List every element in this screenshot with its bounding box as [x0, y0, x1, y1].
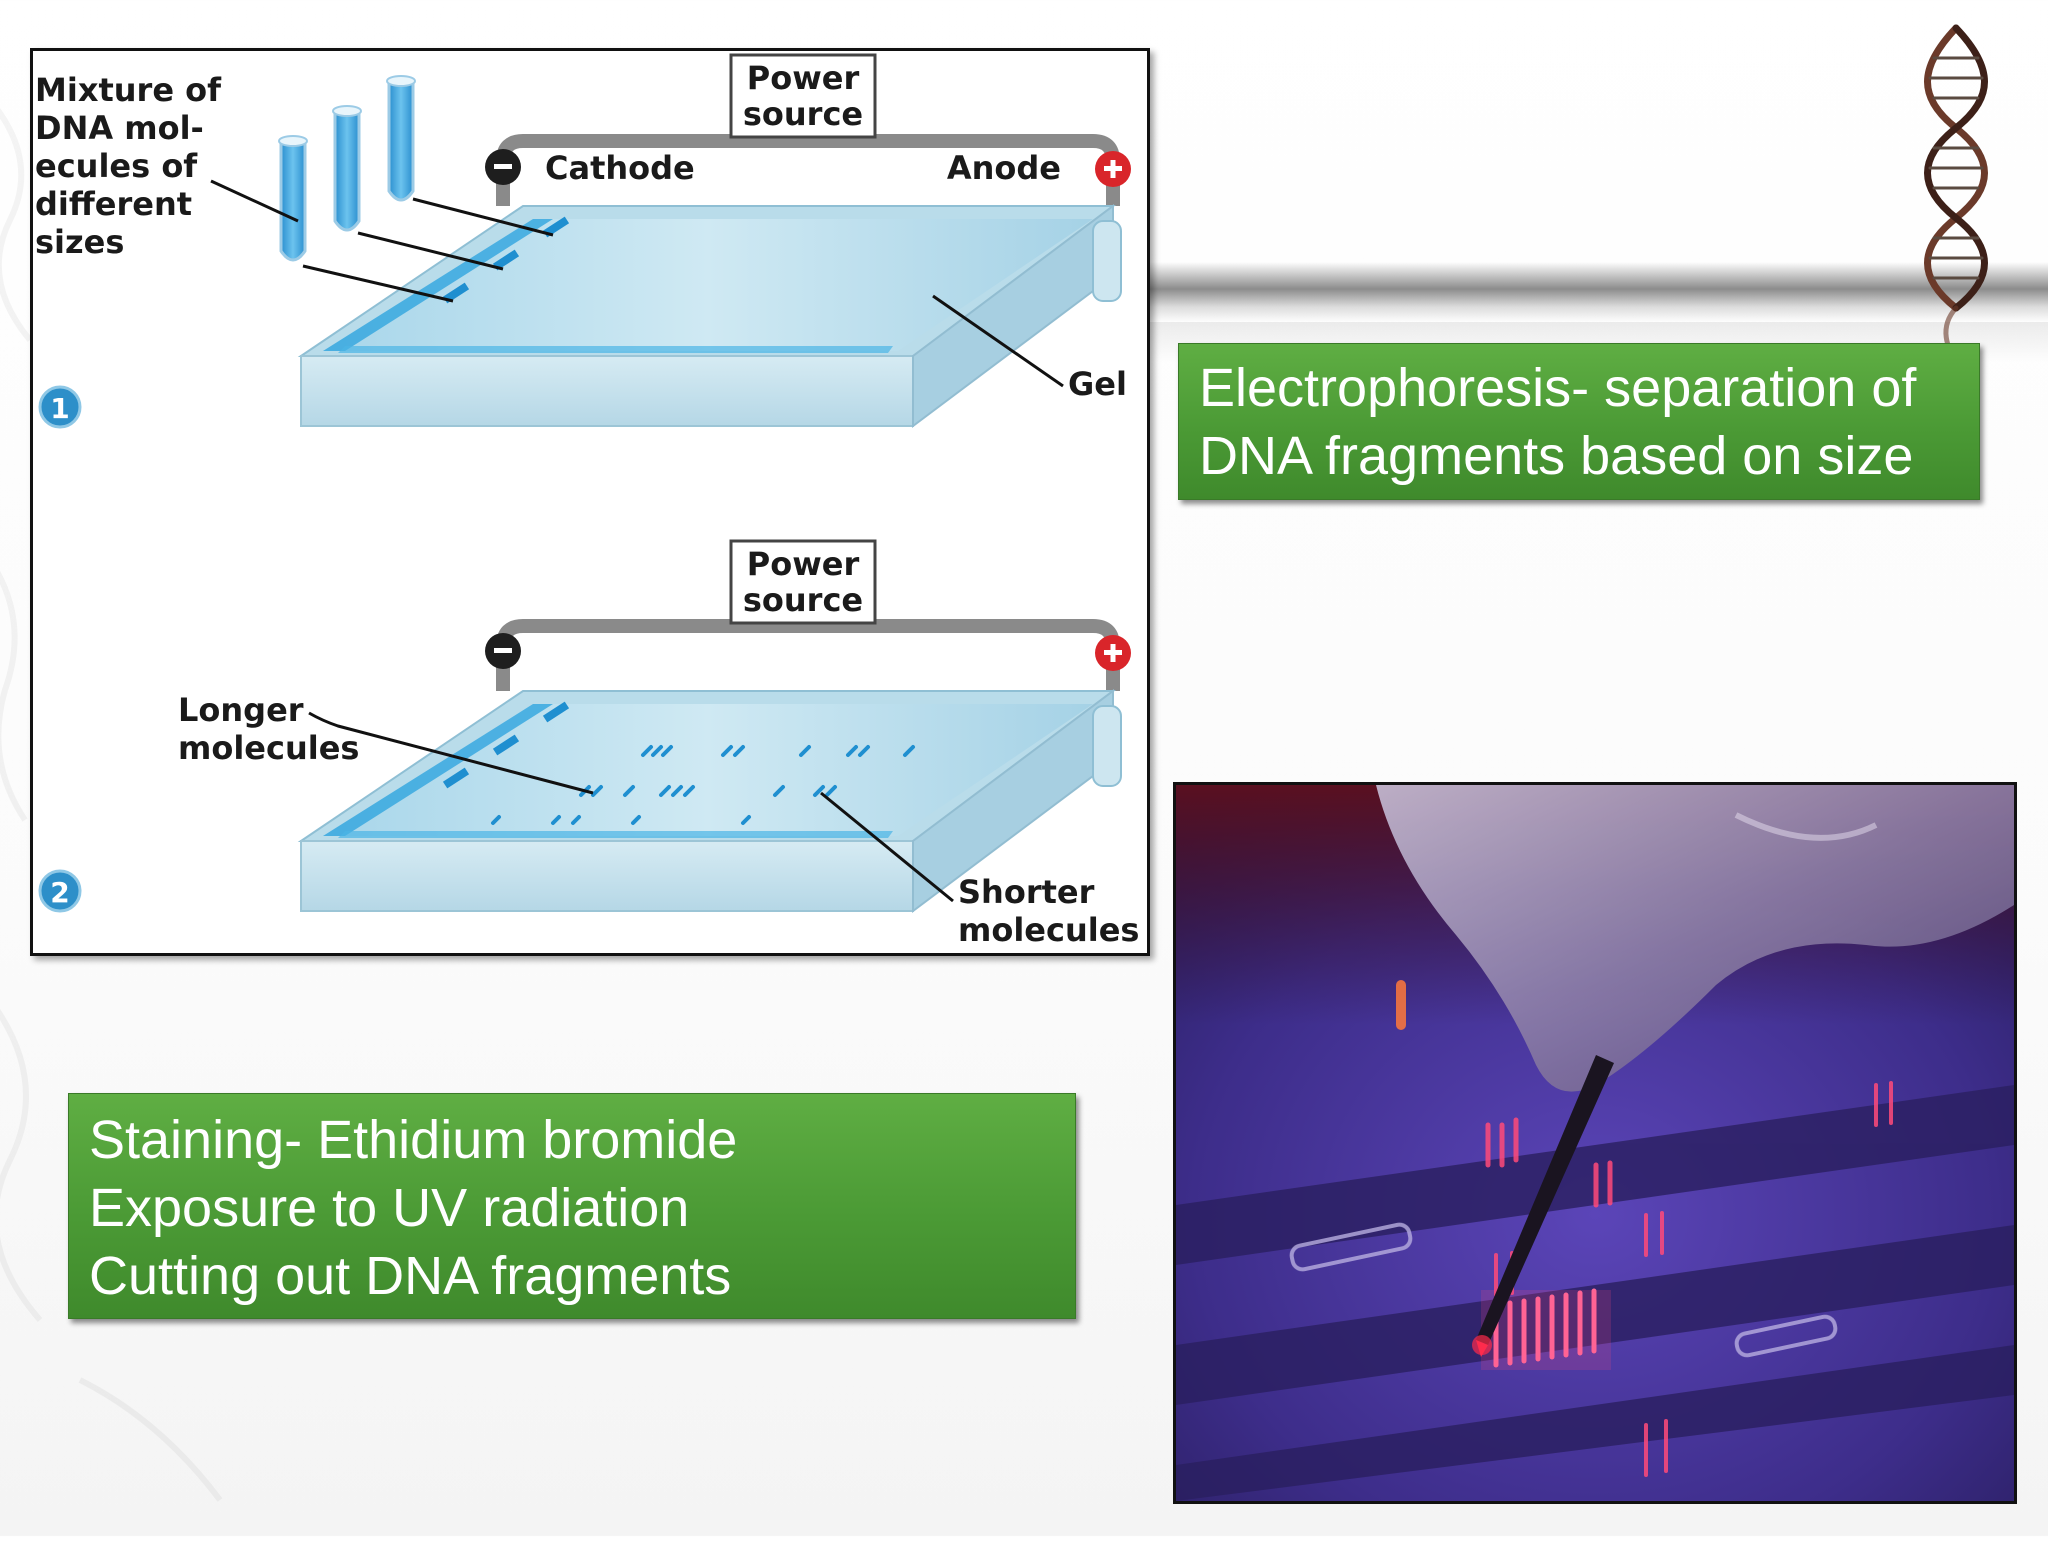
- cut-band: [1493, 1288, 1597, 1368]
- shorter-label-2: molecules: [958, 911, 1139, 949]
- power-source-label-bottom-2: source: [743, 581, 863, 619]
- glove-hand: [1376, 785, 2014, 1092]
- power-source-box-bottom: [729, 539, 877, 625]
- gel-electrophoresis-diagram: Power source Cathode Anode: [30, 48, 1150, 956]
- mixture-label-4: different: [35, 185, 192, 223]
- mixture-label-3: ecules of: [35, 147, 198, 185]
- shorter-label-1: Shorter: [958, 873, 1095, 911]
- anode-label: Anode: [947, 149, 1061, 187]
- step-1-number: 1: [50, 392, 69, 425]
- cathode-label: Cathode: [545, 149, 695, 187]
- longer-label-1: Longer: [178, 691, 304, 729]
- electrophoresis-callout-line-1: Electrophoresis- separation of: [1199, 358, 1917, 418]
- power-source-label-top-2: source: [743, 95, 863, 133]
- scalpel-blade: [1476, 1055, 1614, 1345]
- step-2-number: 2: [50, 876, 69, 909]
- test-tubes: [278, 75, 416, 262]
- staining-callout: Staining- Ethidium bromide Exposure to U…: [68, 1093, 1076, 1319]
- electrophoresis-callout-line-2: DNA fragments based on size: [1199, 426, 1914, 486]
- staining-callout-line-3: Cutting out DNA fragments: [89, 1246, 732, 1306]
- mixture-label-1: Mixture of: [35, 71, 222, 109]
- electrophoresis-callout: Electrophoresis- separation of DNA fragm…: [1178, 343, 1980, 500]
- power-source-label-bottom-1: Power: [747, 545, 860, 583]
- power-source-box-top: [729, 53, 877, 139]
- gel-label: Gel: [1068, 365, 1127, 403]
- dna-helix-icon: [1924, 24, 1988, 366]
- power-source-label-top-1: Power: [747, 59, 860, 97]
- mixture-label-2: DNA mol-: [35, 109, 204, 147]
- step-2-badge: [38, 869, 82, 913]
- mixture-label-5: sizes: [35, 223, 124, 261]
- staining-callout-line-2: Exposure to UV radiation: [89, 1178, 690, 1238]
- header-band: [1150, 262, 2048, 322]
- uv-gel-cutting-photo: [1173, 782, 2017, 1504]
- staining-callout-line-1: Staining- Ethidium bromide: [89, 1110, 738, 1170]
- longer-label-2: molecules: [178, 729, 359, 767]
- step-1-badge: [38, 385, 82, 429]
